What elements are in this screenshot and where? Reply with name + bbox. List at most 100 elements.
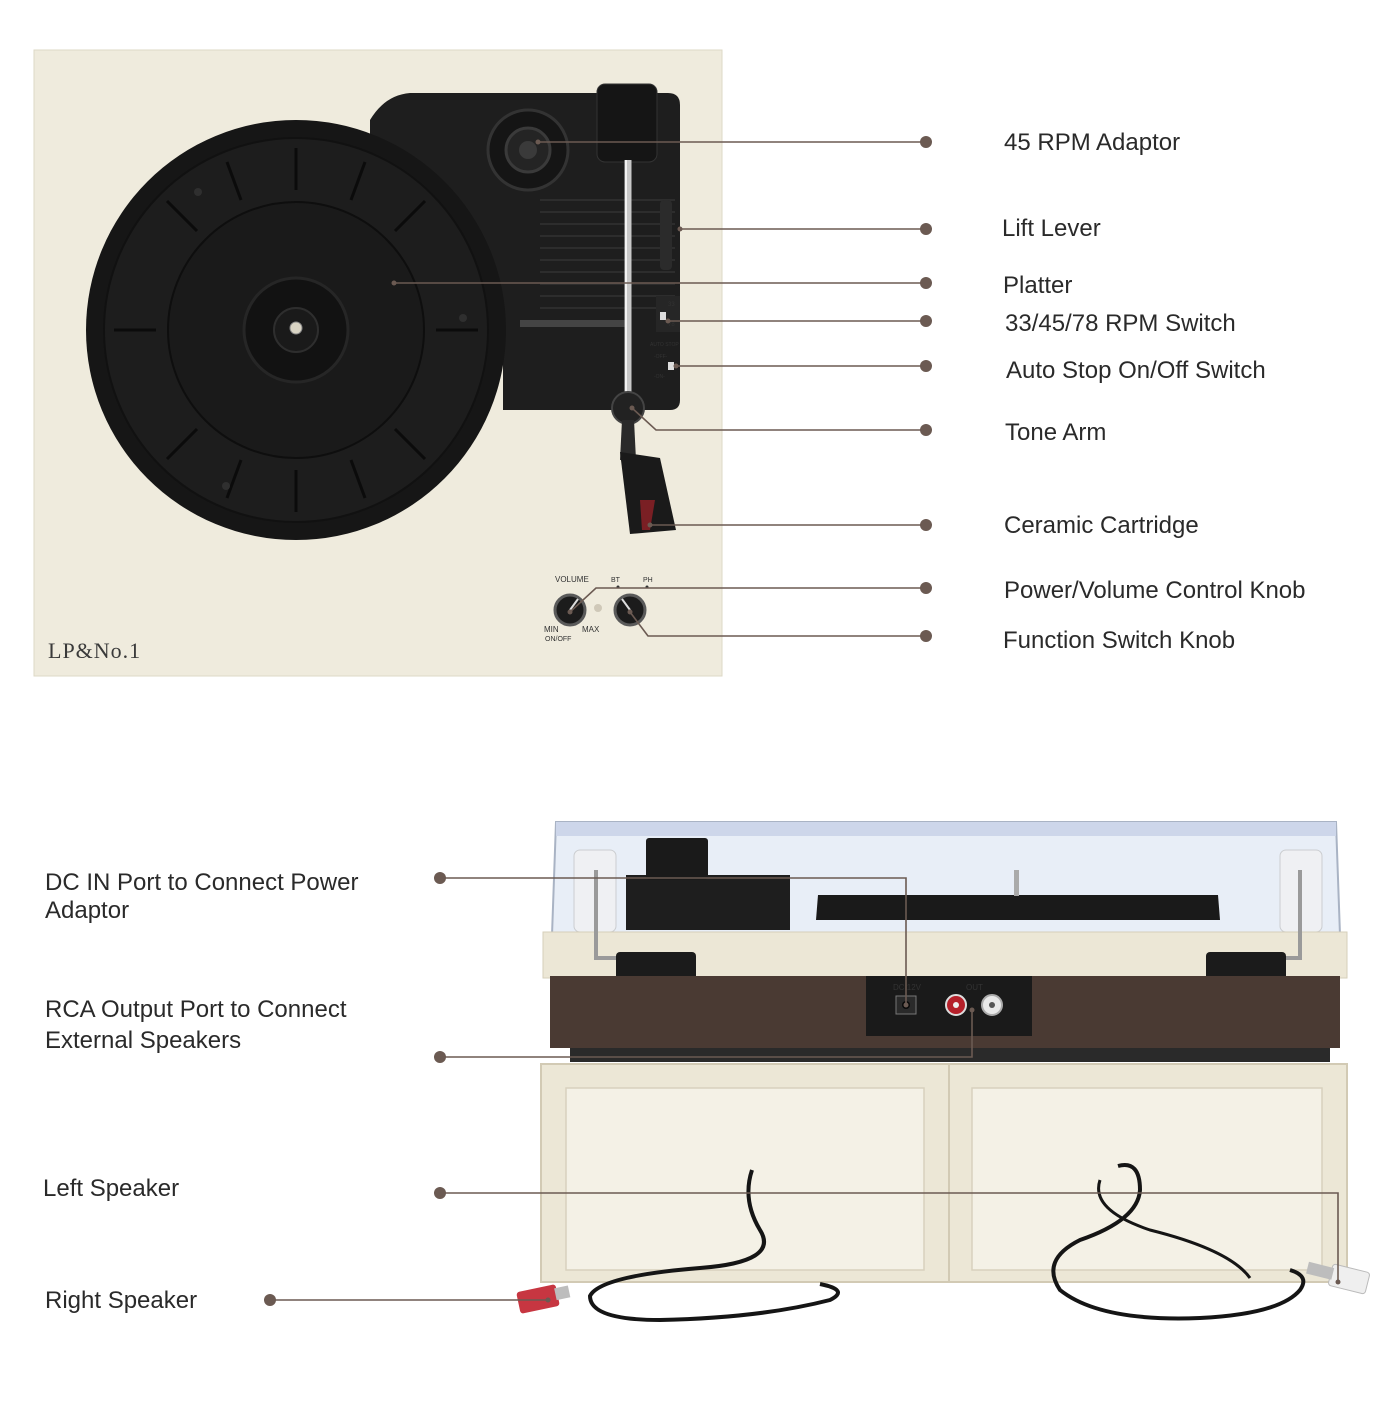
leader-right-speaker-tip <box>545 1297 551 1303</box>
platter-pin-1 <box>194 188 202 196</box>
label-ceramic-cartridge: Ceramic Cartridge <box>1004 512 1199 539</box>
leader-left-speaker-tip <box>1335 1279 1341 1285</box>
leader-function-knob-tip <box>627 609 633 615</box>
leader-left-speaker-dot <box>434 1187 446 1199</box>
leader-power-volume-tip <box>567 609 573 615</box>
hinge-rod-left <box>594 870 616 960</box>
label-lift-lever: Lift Lever <box>1002 215 1101 242</box>
platter-ticks <box>114 148 478 512</box>
label-platter: Platter <box>1003 272 1073 299</box>
leader-rpm-switch-dot <box>920 315 932 327</box>
inner-spindle <box>1014 870 1019 896</box>
right-speaker-cavity <box>971 1087 1323 1271</box>
leader-lift-lever-tip <box>677 226 683 232</box>
leader-function-knob-line <box>629 611 926 637</box>
leader-power-volume-line <box>569 587 926 613</box>
white-rca-plug <box>1328 1263 1370 1295</box>
inner-arm-base <box>626 875 790 930</box>
tonearm-base-ribs <box>540 199 675 309</box>
label-tone-arm: Tone Arm <box>1005 419 1107 446</box>
inner-platter <box>816 895 1220 920</box>
function-knob-mark <box>621 598 631 611</box>
leader-ceramic-cartridge-dot <box>920 519 932 531</box>
auto-stop-slider <box>668 362 674 370</box>
leader-rca-output-tip <box>969 1007 975 1013</box>
volume-knob-mark <box>569 598 579 611</box>
leader-rpm-switch-tip <box>665 318 671 324</box>
dust-cover-top-edge <box>556 822 1336 836</box>
leader-rca-output-dot <box>434 1051 446 1063</box>
leader-tone-arm-tip <box>629 405 635 411</box>
inner-cartridge <box>646 838 708 880</box>
rca-white-core <box>989 1002 995 1008</box>
adaptor-hub <box>519 141 537 159</box>
arm-gap-strip <box>520 320 630 327</box>
off-label: -OFF- <box>654 354 668 360</box>
hinge-rod-right <box>1286 870 1302 960</box>
max-label: MAX <box>582 625 600 634</box>
bottom-turntable: DC 12V OUT <box>516 821 1370 1323</box>
label-auto-stop-switch: Auto Stop On/Off Switch <box>1006 357 1266 384</box>
right-speaker-cable-2 <box>1097 1179 1252 1279</box>
red-rca-tip <box>554 1285 571 1301</box>
arm-neck <box>620 420 636 460</box>
right-speaker-cable <box>1051 1163 1306 1321</box>
top-turntable: 33 78 AUTO STOP -OFF- -ON- VOLUME BT PH … <box>33 49 723 677</box>
label-left-speaker: Left Speaker <box>43 1175 180 1202</box>
brand-logo: LP&No.1 <box>48 638 141 663</box>
volume-label: VOLUME <box>555 575 589 584</box>
leader-rca-output-line <box>440 1010 973 1058</box>
leader-45-rpm-adaptor-dot <box>920 136 932 148</box>
ph-label: PH <box>643 577 653 584</box>
platter-pin-2 <box>459 314 467 322</box>
dc-label: DC 12V <box>893 983 922 992</box>
white-rca-tip <box>1306 1261 1335 1280</box>
indicator-led <box>594 604 602 612</box>
leader-auto-stop-dot <box>920 360 932 372</box>
base-foot <box>570 1048 1330 1062</box>
out-label: OUT <box>966 983 983 992</box>
leader-dc-in-tip <box>903 1002 909 1008</box>
speed-label-78: 78 <box>668 322 675 328</box>
leader-function-knob-dot <box>920 630 932 642</box>
arm-pivot <box>611 391 645 425</box>
leader-tone-arm-line <box>631 407 926 431</box>
leader-tone-arm-dot <box>920 424 932 436</box>
leader-45-rpm-adaptor-tip <box>535 139 541 145</box>
speed-switch-slider <box>660 312 666 320</box>
on-off-label: ON/OFF <box>545 636 571 643</box>
tonearm-base <box>370 93 680 410</box>
label-rca-output-port: RCA Output Port to Connect External Spea… <box>45 996 347 1054</box>
on-label: -ON- <box>654 374 665 380</box>
counterweight <box>596 83 658 163</box>
label-45-rpm-adaptor: 45 RPM Adaptor <box>1004 129 1181 156</box>
leader-power-volume-dot <box>920 582 932 594</box>
left-speaker-cavity <box>565 1087 925 1271</box>
ceramic-cartridge-shape <box>620 452 676 534</box>
cartridge-tab <box>640 500 655 530</box>
leader-auto-stop-tip <box>673 363 679 369</box>
left-speaker-cable <box>587 1169 840 1323</box>
auto-stop-label: AUTO STOP <box>650 342 679 348</box>
platter-pin-3 <box>222 482 230 490</box>
leader-platter-dot <box>920 277 932 289</box>
red-rca-plug <box>516 1284 560 1314</box>
label-function-switch-knob: Function Switch Knob <box>1003 627 1236 654</box>
leader-lift-lever-dot <box>920 223 932 235</box>
rca-red-core <box>953 1002 959 1008</box>
leader-ceramic-cartridge-tip <box>647 522 653 528</box>
bt-label: BT <box>611 577 621 584</box>
min-label: MIN <box>544 625 559 634</box>
spindle <box>289 321 303 335</box>
arm-rest <box>660 200 672 270</box>
leader-dc-in-dot <box>434 872 446 884</box>
label-right-speaker: Right Speaker <box>45 1287 198 1314</box>
callout-leaders <box>264 136 1341 1306</box>
label-rpm-switch: 33/45/78 RPM Switch <box>1005 310 1236 337</box>
leader-right-speaker-dot <box>264 1294 276 1306</box>
speed-label-33: 33 <box>668 302 675 308</box>
label-power-volume-knob: Power/Volume Control Knob <box>1004 577 1306 604</box>
leader-dc-in-line <box>440 877 907 1005</box>
